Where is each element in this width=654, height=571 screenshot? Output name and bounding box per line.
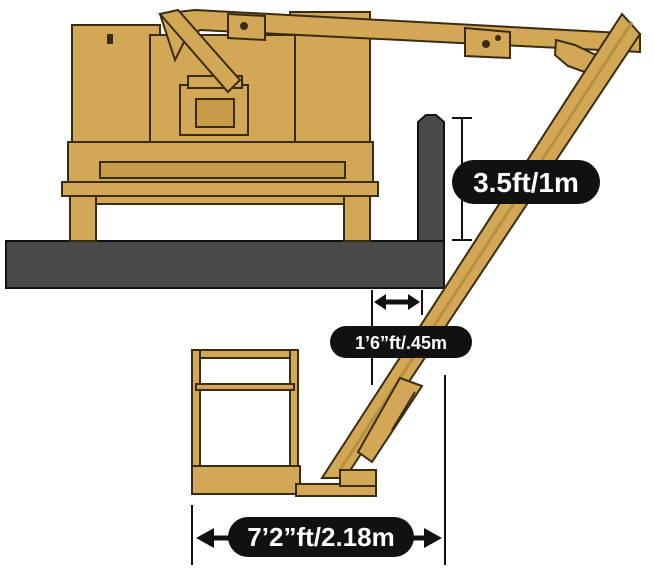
bolt-icon: [482, 40, 490, 48]
bolt-icon: [495, 35, 501, 41]
reach-label-text: 7’2”ft/2.18m: [247, 522, 394, 552]
work-basket: [191, 349, 377, 497]
height-label-text: 3.5ft/1m: [473, 167, 579, 198]
offset-dimension: [371, 290, 423, 385]
offset-label-text: 1’6”ft/.45m: [355, 333, 447, 353]
boom-cylinder: [356, 376, 424, 464]
offset-label: 1’6”ft/.45m: [330, 326, 472, 358]
dock-bumper-post: [417, 114, 445, 242]
arrow-right-icon: [408, 294, 420, 310]
reach-label: 7’2”ft/2.18m: [228, 517, 414, 557]
lower-boom: [320, 12, 642, 479]
arrow-left-icon: [196, 528, 214, 548]
arrow-left-icon: [374, 294, 386, 310]
height-label: 3.5ft/1m: [452, 160, 600, 204]
bolt-icon: [240, 22, 248, 30]
dock-platform: [5, 114, 445, 289]
arrow-right-icon: [424, 528, 442, 548]
machine-chassis: [61, 11, 379, 242]
